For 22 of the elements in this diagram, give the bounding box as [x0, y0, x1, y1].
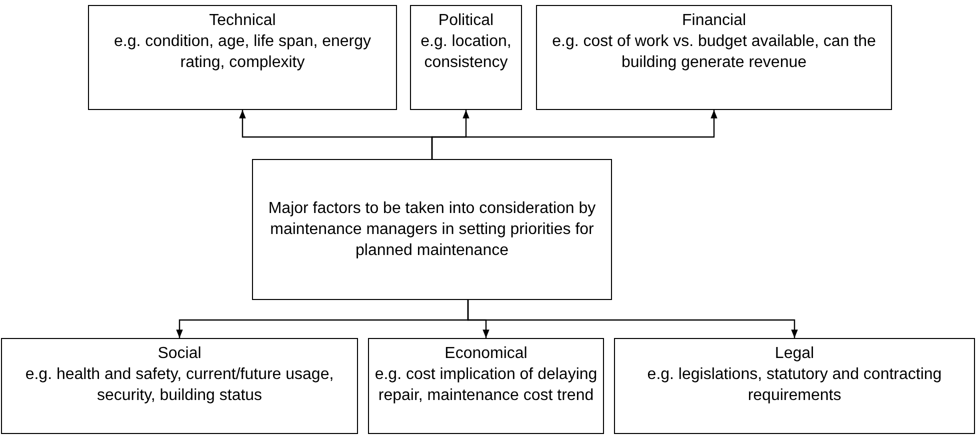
factor-box	[410, 5, 522, 110]
factor-box	[614, 338, 975, 434]
factor-description: e.g. health and safety, current/future usage, security, building status	[24, 365, 335, 406]
factor-description: Major factors to be taken into consideration by maintenance managers in setting priorities for planned maintenance	[267, 199, 597, 261]
factor-heading: Technical	[209, 11, 276, 31]
factor-description: e.g. cost implication of delaying repair, maintenance cost trend	[374, 365, 598, 406]
factor-heading: Political	[438, 11, 494, 31]
factor-description: e.g. cost of work vs. budget available, can the building generate revenue	[551, 32, 877, 73]
factor-heading: Economical	[444, 344, 528, 364]
arrow	[431, 110, 718, 159]
factor-heading: Legal	[774, 344, 814, 364]
factor-box	[368, 338, 604, 434]
factor-box	[88, 5, 397, 110]
factor-box	[252, 159, 612, 300]
factor-box	[1, 338, 358, 434]
arrow	[467, 300, 798, 338]
factor-description: e.g. location, consistency	[420, 32, 512, 73]
factor-description: e.g. condition, age, life span, energy rating, complexity	[112, 32, 372, 73]
factor-box	[536, 5, 892, 110]
factor-heading: Financial	[682, 11, 746, 31]
factor-description: e.g. legislations, statutory and contracting requirements	[646, 365, 943, 406]
factor-heading: Social	[158, 344, 202, 364]
